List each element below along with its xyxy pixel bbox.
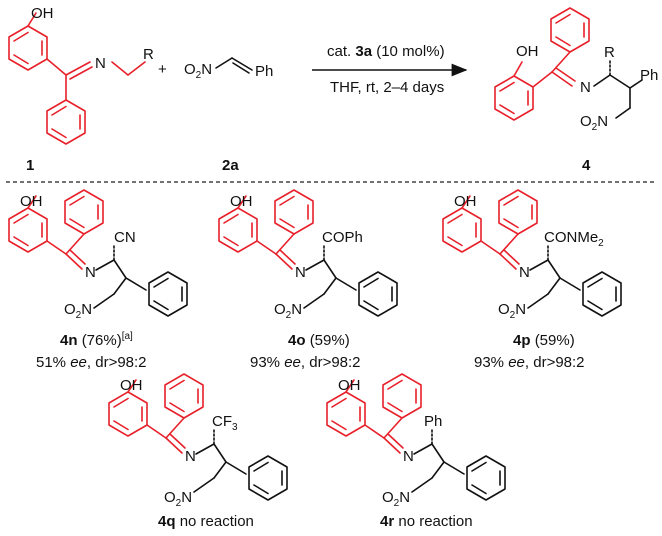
no2-label-4n: O2N [64,301,92,321]
oh-label: OH [31,5,54,22]
catalyst-text: cat. 3a (10 mol%) [327,43,445,60]
oh-label-4: OH [516,43,539,60]
substrate-1: OH N R 1 [8,5,154,174]
ph-label-2a: Ph [255,63,273,80]
n-label-4r: N [403,448,414,465]
no2-label-4p: O2N [498,301,526,321]
oh-label-4p: OH [454,193,477,210]
cn-label-4n: CN [114,229,136,246]
compound-1-label: 1 [26,157,34,174]
no2-label-4o: O2N [274,301,302,321]
oh-label-4o: OH [230,193,253,210]
n-label-4p: N [519,264,530,281]
cf3-label-4q: CF3 [212,413,238,433]
r-label-4: R [604,44,615,61]
selectivity-4n: 51% ee, dr>98:2 [36,354,147,371]
ph-label-4: Ph [640,67,658,84]
oh-label-4n: OH [20,193,43,210]
conditions-text: THF, rt, 2–4 days [330,79,444,96]
product-4p: OH N CONMe2 O2N [443,190,622,321]
nitrostyrene-2a: O2N Ph 2a [184,57,273,174]
oh-label-4q: OH [120,377,143,394]
n-label-4o: N [295,264,306,281]
reaction-arrow: cat. 3a (10 mol%) THF, rt, 2–4 days [312,43,468,96]
compound-4-label: 4 [582,157,591,174]
caption-4p: 4p (59%) [513,332,575,349]
selectivity-4p: 93% ee, dr>98:2 [474,354,585,371]
product-4r: OH N Ph O2N [327,374,506,509]
imine-n-label: N [95,55,106,72]
no2-label-4q: O2N [164,489,192,509]
caption-4r: 4r no reaction [380,513,473,530]
n-label-4: N [580,79,591,96]
ph-label-4r: Ph [424,413,442,430]
oh-label-4r: OH [338,377,361,394]
no2-label-4r: O2N [382,489,410,509]
caption-4q: 4q no reaction [158,513,254,530]
plus-sign: + [158,61,167,78]
coph-label-4o: COPh [322,229,363,246]
conme2-label-4p: CONMe2 [544,229,604,249]
product-4: OH N R Ph O2N 4 [494,7,658,174]
no2-label-4: O2N [580,113,608,133]
n-label-4q: N [185,448,196,465]
product-4q: OH N CF3 O2N [109,374,288,509]
r-group-label: R [143,46,154,63]
selectivity-4o: 93% ee, dr>98:2 [250,354,361,371]
no2-label: O2N [184,61,212,81]
compound-2a-label: 2a [222,157,239,174]
caption-4o: 4o (59%) [288,332,350,349]
n-label-4n: N [85,264,96,281]
product-4o: OH N COPh O2N [219,190,398,321]
caption-4n: 4n (76%)[a] [60,331,133,349]
product-4n: OH N CN O2N [9,190,188,321]
